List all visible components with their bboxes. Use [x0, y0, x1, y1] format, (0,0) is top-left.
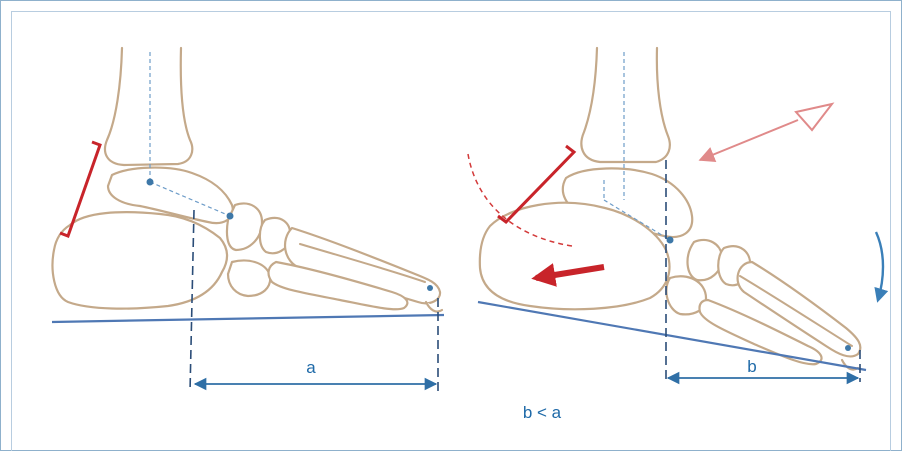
rotation-arrow-icon — [876, 232, 883, 300]
relation-label: b < a — [523, 403, 562, 422]
left-toe-point — [427, 285, 433, 291]
left-foot — [53, 48, 442, 312]
left-toe-tip — [426, 302, 442, 312]
left-calcaneus — [53, 212, 227, 308]
right-foot — [468, 48, 860, 370]
left-cuboid — [228, 261, 270, 296]
left-ankle-point — [147, 179, 154, 186]
left-tibia — [105, 48, 192, 165]
right-tibia — [581, 48, 669, 162]
left-navicular — [227, 204, 262, 250]
load-triangle-icon — [796, 104, 832, 130]
load-direction-arrow — [700, 120, 798, 160]
dimension-b-label: b — [747, 357, 756, 376]
right-navicular — [688, 240, 722, 280]
dimension-a-label: a — [306, 358, 316, 377]
left-subtalar-point — [227, 213, 234, 220]
left-ground-line — [52, 315, 444, 322]
right-toe-point — [845, 345, 851, 351]
right-subtalar-point — [667, 237, 674, 244]
